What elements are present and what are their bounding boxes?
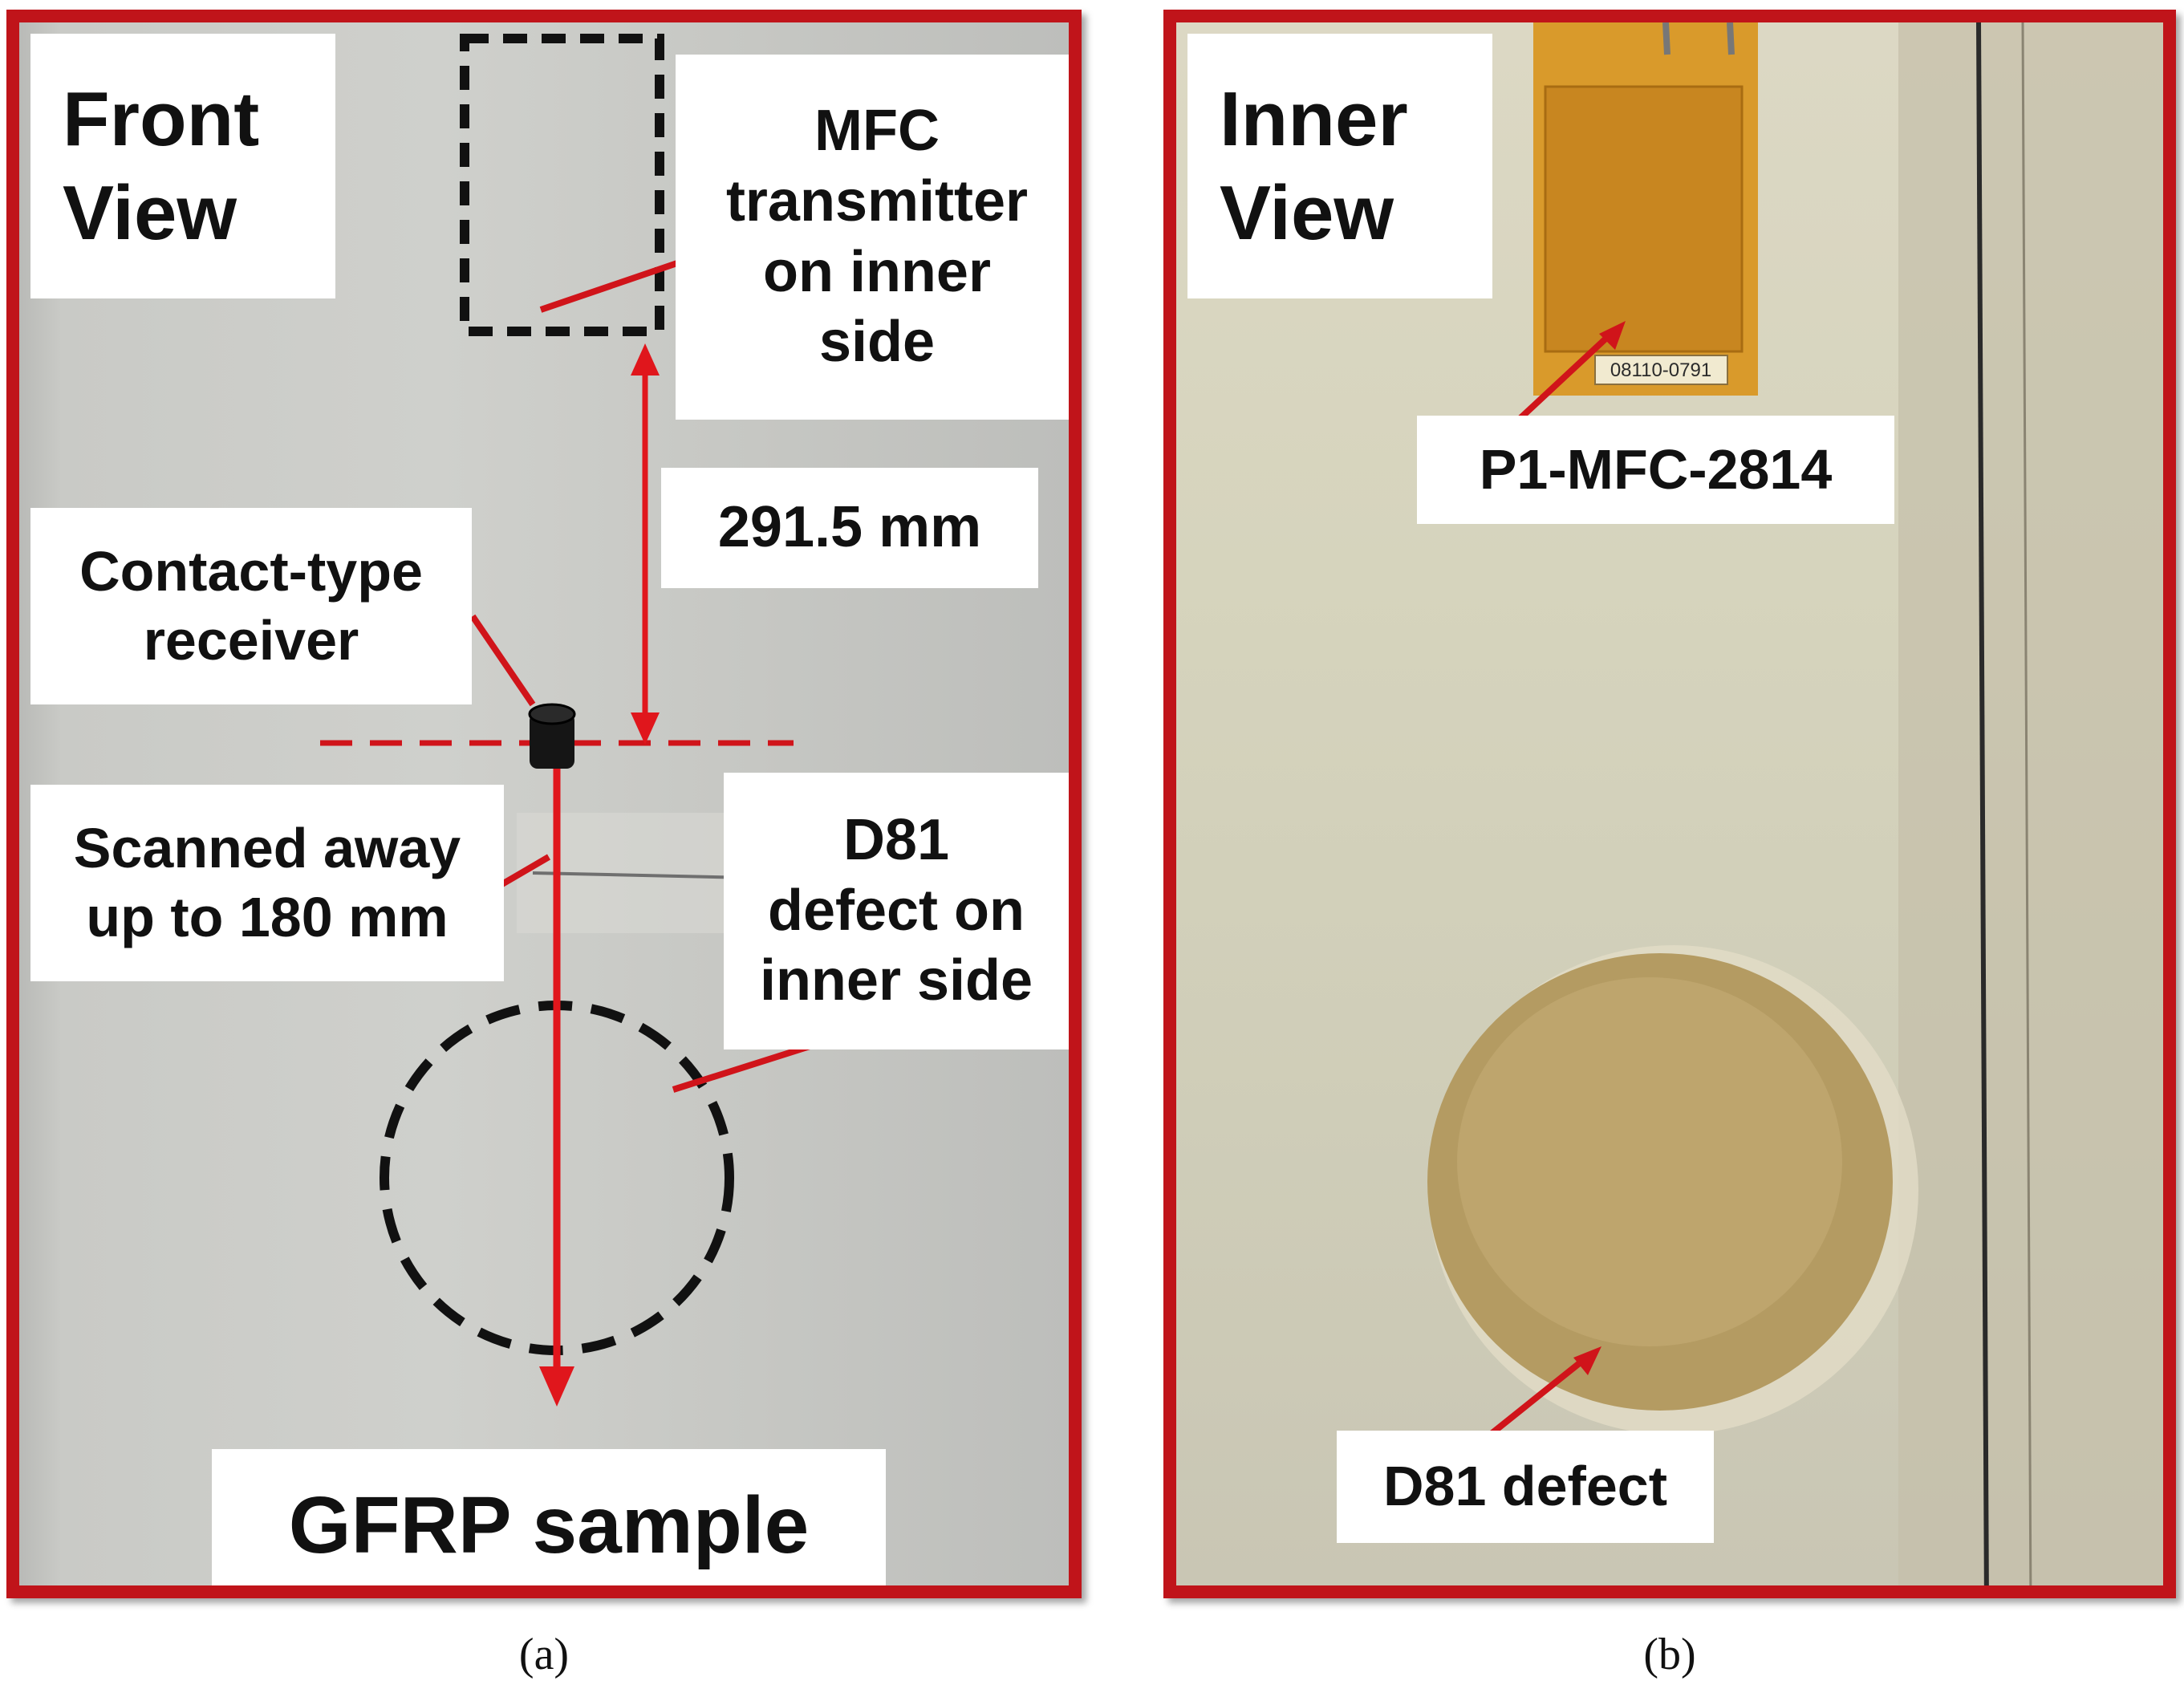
distance-arrow-bottom bbox=[631, 712, 660, 745]
defect-arrow-head bbox=[1573, 1346, 1601, 1375]
distance-label: 291.5 mm bbox=[661, 468, 1038, 588]
mfc-transmitter-outline bbox=[460, 34, 664, 336]
mfc-sensor-label: P1-MFC-2814 bbox=[1417, 416, 1894, 524]
front-view-photo: Front View MFC transmitter on inner side… bbox=[6, 10, 1082, 1598]
defect-label: D81 defect on inner side bbox=[724, 773, 1069, 1049]
sample-label: GFRP sample bbox=[212, 1449, 886, 1585]
scan-range-label: Scanned away up to 180 mm bbox=[30, 785, 504, 981]
inner-view-photo: 08110-0791 Inner View P1-MFC-2814 D81 de… bbox=[1163, 10, 2176, 1598]
inner-defect-label: D81 defect bbox=[1337, 1431, 1714, 1543]
mfc-transmitter-label: MFC transmitter on inner side bbox=[676, 55, 1069, 420]
caption-b: (b) bbox=[1643, 1630, 1696, 1679]
receiver-label: Contact-type receiver bbox=[30, 508, 472, 704]
inner-view-title: Inner View bbox=[1187, 34, 1492, 298]
caption-a: (a) bbox=[518, 1630, 570, 1679]
inner-view-annotations: 08110-0791 bbox=[1427, 22, 2163, 1585]
front-view-title: Front View bbox=[30, 34, 335, 298]
distance-arrow-top bbox=[631, 343, 660, 376]
mfc-arrow-head bbox=[1599, 321, 1626, 350]
defect-disk bbox=[1427, 945, 1918, 1435]
mfc-sensor-patch bbox=[1533, 22, 1758, 396]
receiver-icon bbox=[528, 703, 576, 769]
scan-arrow-head bbox=[539, 1366, 574, 1407]
sensor-tag-text: 08110-0791 bbox=[1610, 359, 1711, 381]
